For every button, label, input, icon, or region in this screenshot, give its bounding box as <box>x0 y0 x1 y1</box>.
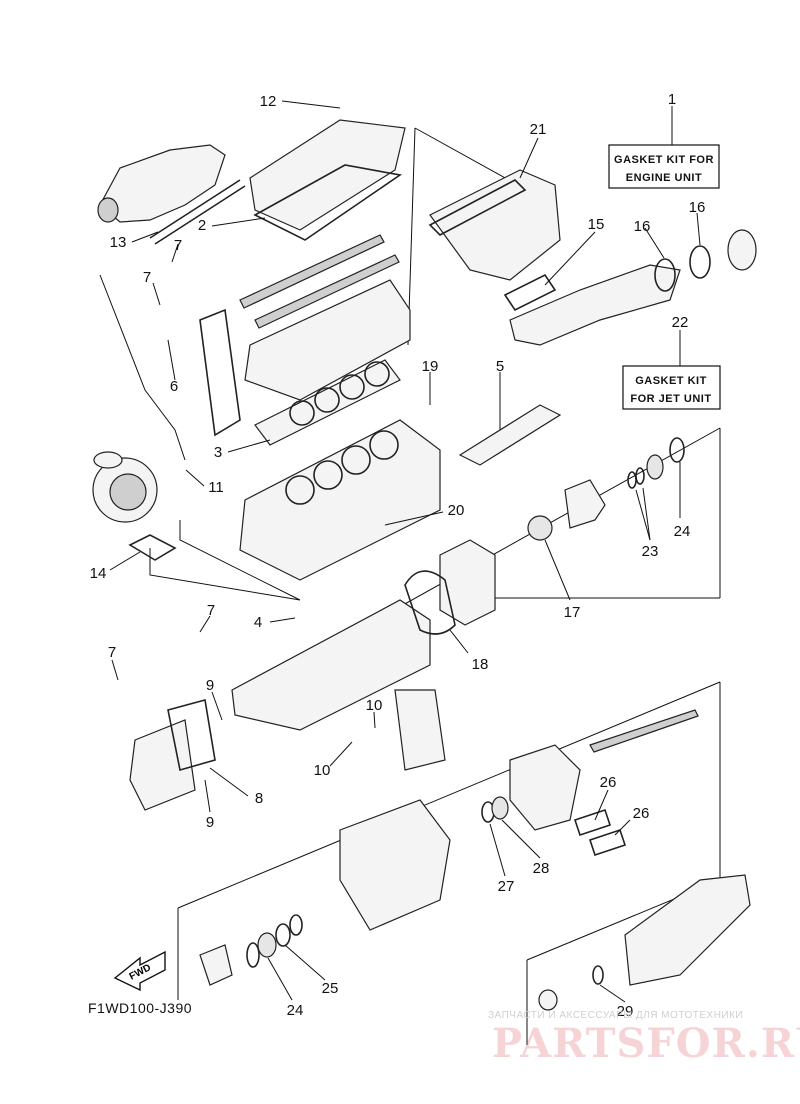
callout-9a: 9 <box>206 677 214 694</box>
coupler-17 <box>527 479 606 541</box>
callout-9b: 9 <box>206 814 214 831</box>
oil-pump-cover <box>394 689 446 771</box>
watermark-tagline: ЗАПЧАСТИ И АКСЕССУАРЫ ДЛЯ МОТОТЕХНИКИ <box>488 1010 744 1021</box>
intake-manifold <box>97 144 226 223</box>
nozzle-assembly <box>624 874 751 986</box>
callout-28: 28 <box>533 860 550 877</box>
callout-7d: 7 <box>108 644 116 661</box>
callout-24b: 24 <box>287 1002 304 1019</box>
drive-shaft <box>589 709 699 753</box>
gasket-8 <box>167 698 216 772</box>
gaskets-16 <box>654 245 711 292</box>
jet-kit-box-line2: FOR JET UNIT <box>630 393 711 405</box>
watermark-logo: PARTSFOR.RU <box>492 1020 800 1067</box>
gasket-14 <box>128 534 177 561</box>
callout-11: 11 <box>208 479 224 496</box>
timing-chain <box>199 308 241 437</box>
callout-20: 20 <box>448 502 465 519</box>
pump-housing-18 <box>404 539 496 635</box>
callout-7b: 7 <box>143 269 151 286</box>
callout-27: 27 <box>498 878 515 895</box>
engine-kit-box-line2: ENGINE UNIT <box>626 172 702 184</box>
callout-4: 4 <box>254 614 262 631</box>
callout-12: 12 <box>260 93 277 110</box>
exhaust-pipe <box>509 264 681 346</box>
bearing-housing <box>339 799 451 931</box>
engine-kit-box-line1: GASKET KIT FOR <box>614 154 714 166</box>
callout-8: 8 <box>255 790 263 807</box>
jet-kit-box: GASKET KIT FOR JET UNIT <box>622 365 721 410</box>
callout-21: 21 <box>530 121 547 138</box>
callout-1: 1 <box>668 91 676 108</box>
callout-18: 18 <box>472 656 489 673</box>
callout-10a: 10 <box>366 697 383 714</box>
callout-7c: 7 <box>207 602 215 619</box>
callout-16b: 16 <box>689 199 706 216</box>
seals-27-28 <box>481 796 509 823</box>
jet-pump-housing <box>509 744 581 831</box>
cylinder-head <box>244 279 411 401</box>
callout-3: 3 <box>214 444 222 461</box>
crankcase <box>231 599 431 731</box>
callout-25: 25 <box>322 980 339 997</box>
callout-10b: 10 <box>314 762 331 779</box>
section-frame-lines <box>149 127 721 1045</box>
callout-15: 15 <box>588 216 605 233</box>
exhaust-gasket-21 <box>428 179 527 236</box>
callout-13: 13 <box>110 234 127 251</box>
callout-29: 29 <box>617 1003 634 1020</box>
magneto-cover <box>129 719 196 811</box>
callout-labels: 1 2 3 4 5 6 7 7 7 7 8 9 9 10 10 11 12 13… <box>90 91 706 1020</box>
callout-26a: 26 <box>600 774 617 791</box>
jet-kit-box-line1: GASKET KIT <box>635 375 707 387</box>
callout-2: 2 <box>198 217 206 234</box>
callout-26b: 26 <box>633 805 650 822</box>
dipstick <box>99 274 186 461</box>
exhaust-manifold <box>429 169 561 281</box>
intermediate-shaft-seals <box>199 914 303 986</box>
callout-22: 22 <box>672 314 689 331</box>
callout-5: 5 <box>496 358 504 375</box>
callout-19: 19 <box>422 358 439 375</box>
seal-29-area <box>538 965 604 1011</box>
gasket-15 <box>503 273 557 312</box>
seals-23-24 <box>627 437 685 489</box>
callout-23: 23 <box>642 543 659 560</box>
gaskets-26 <box>573 808 627 857</box>
callout-14: 14 <box>90 565 107 582</box>
turbocharger <box>92 451 158 523</box>
callout-6: 6 <box>170 378 178 395</box>
oil-cooler-5 <box>458 404 562 466</box>
engine-kit-box: GASKET KIT FOR ENGINE UNIT <box>608 144 720 189</box>
callout-24a: 24 <box>674 523 691 540</box>
camshafts <box>239 234 400 329</box>
callout-7a: 7 <box>174 237 182 254</box>
head-gasket-3 <box>254 359 401 446</box>
intake-gasket-13 <box>149 179 246 245</box>
cylinder-block <box>239 419 441 581</box>
drawing-code: F1WD100-J390 <box>88 1000 193 1016</box>
leader-lines <box>109 100 701 1003</box>
callout-17: 17 <box>564 604 581 621</box>
fwd-arrow-icon: FWD <box>113 950 166 992</box>
callout-16a: 16 <box>634 218 651 235</box>
cover-gasket-2 <box>253 164 403 241</box>
water-box-outlet <box>727 229 757 271</box>
